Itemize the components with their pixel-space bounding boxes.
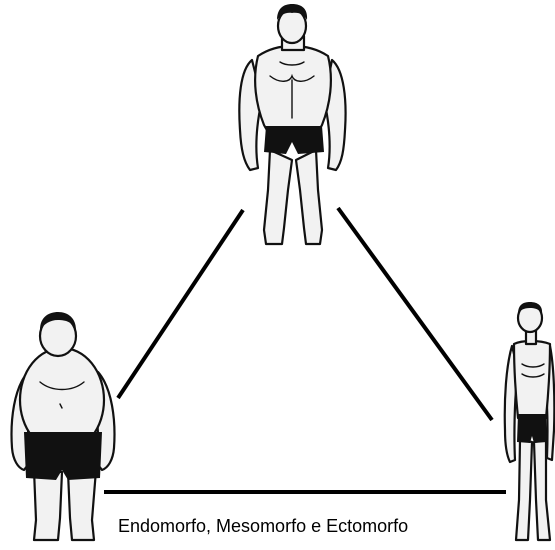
triangle-edge-left <box>118 210 243 398</box>
caption: Endomorfo, Mesomorfo e Ectomorfo <box>118 516 498 537</box>
triangle-edge-right <box>338 208 492 420</box>
ectomorph-figure-icon <box>505 302 555 540</box>
mesomorph-figure-icon <box>239 4 345 244</box>
endomorph-figure-icon <box>12 312 115 540</box>
